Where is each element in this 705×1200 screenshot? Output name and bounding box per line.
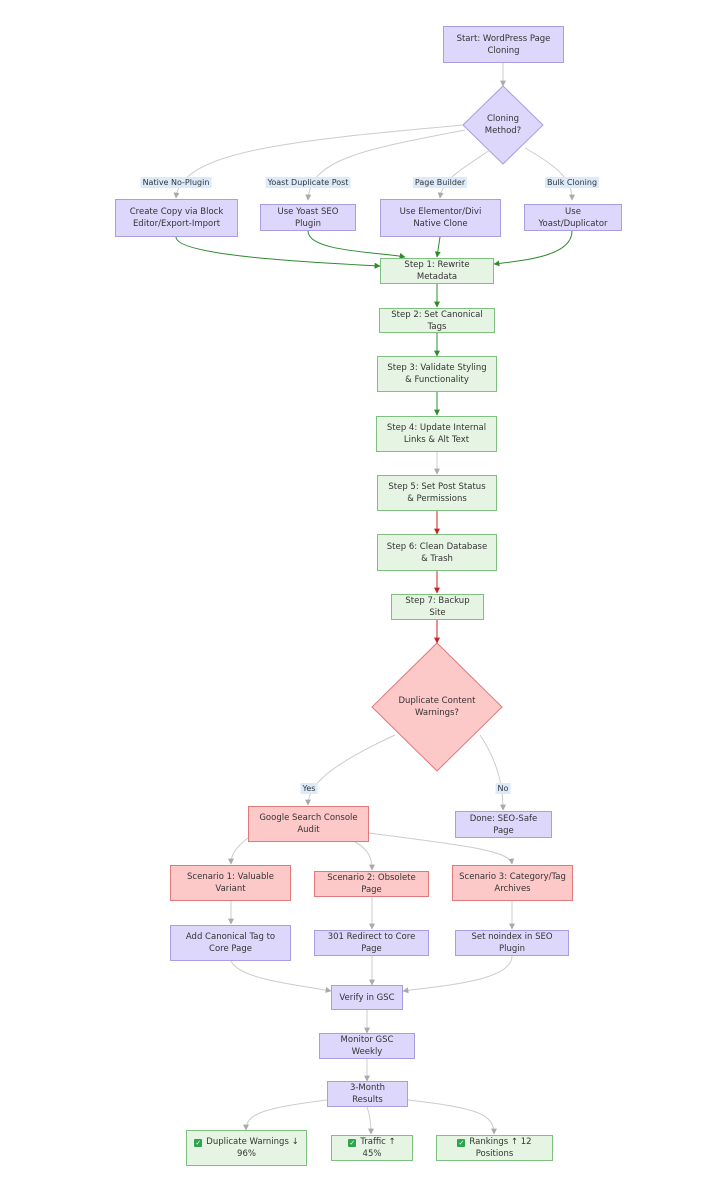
monitor-node: Monitor GSC Weekly [319,1033,415,1059]
edge-audit-s1 [228,837,249,865]
edge-label-yes: Yes [300,783,318,794]
edge-label-no: No [495,783,511,794]
edge-method-builder [437,149,491,199]
edge-method-yoast [305,129,466,201]
gsc-audit-node: Google Search Console Audit [248,806,369,842]
result-duplicate-node: ✓Duplicate Warnings ↓ 96% [186,1130,307,1166]
step4-node: Step 4: Update Internal Links & Alt Text [376,416,497,452]
step5-node: Step 5: Set Post Status & Permissions [377,475,497,511]
edge-canonical-verify [230,960,332,993]
result-traffic-label: Traffic ↑ 45% [360,1137,396,1159]
check-box-icon: ✓ [194,1139,203,1147]
edge-label-bulk: Bulk Cloning [544,177,600,188]
edge-label-yoast: Yoast Duplicate Post [265,177,351,188]
edge-warn-no [479,734,506,811]
scenario2-node: Scenario 2: Obsolete Page [314,871,429,897]
edge-yoast-step1 [307,230,406,259]
step6-node: Step 6: Clean Database & Trash [377,534,497,571]
bulk-cloning-node: Use Yoast/Duplicator [524,204,622,231]
edge-label-native: Native No-Plugin [140,177,212,188]
duplicate-warning-diamond [371,642,503,772]
result-rankings-node: ✓Rankings ↑ 12 Positions [436,1135,553,1161]
canonical-core-node: Add Canonical Tag to Core Page [170,925,291,961]
duplicate-warning-label: Duplicate Content Warnings? [398,696,476,718]
scenario3-node: Scenario 3: Category/Tag Archives [452,865,573,901]
yoast-plugin-node: Use Yoast SEO Plugin [260,204,356,231]
step3-node: Step 3: Validate Styling & Functionality [377,356,497,392]
result-duplicate-label: Duplicate Warnings ↓ 96% [206,1137,299,1159]
edge-warn-yes [305,734,396,806]
edge-results-dup [243,1099,328,1131]
cloning-method-diamond [462,85,544,165]
result-rankings-label: Rankings ↑ 12 Positions [469,1137,532,1159]
edge-results-rank [407,1099,497,1135]
redirect-node: 301 Redirect to Core Page [314,930,429,956]
edge-native-step1 [175,236,381,269]
cloning-method-label: Cloning Method? [484,114,522,136]
verify-node: Verify in GSC [331,985,403,1010]
edge-label-builder: Page Builder [412,177,468,188]
edge-noindex-verify [402,955,513,994]
page-builder-node: Use Elementor/Divi Native Clone [380,199,501,237]
scenario1-node: Scenario 1: Valuable Variant [170,865,291,901]
noindex-node: Set noindex in SEO Plugin [455,930,569,956]
edge-audit-s2 [354,841,375,871]
edge-bulk-step1 [493,230,573,267]
edge-results-traffic [366,1106,374,1135]
check-box-icon: ✓ [348,1139,357,1147]
step7-node: Step 7: Backup Site [391,594,484,620]
step1-node: Step 1: Rewrite Metadata [380,258,494,284]
results-node: 3-Month Results [327,1081,408,1107]
step2-node: Step 2: Set Canonical Tags [379,308,495,333]
start-node: Start: WordPress Page Cloning [443,26,564,63]
done-node: Done: SEO-Safe Page [455,811,552,838]
edge-builder-step1 [434,236,441,258]
native-copy-node: Create Copy via Block Editor/Export-Impo… [115,199,238,237]
check-box-icon: ✓ [457,1139,466,1147]
result-traffic-node: ✓Traffic ↑ 45% [331,1135,413,1161]
edge-method-bulk [524,147,575,201]
edge-audit-s3 [368,832,515,865]
